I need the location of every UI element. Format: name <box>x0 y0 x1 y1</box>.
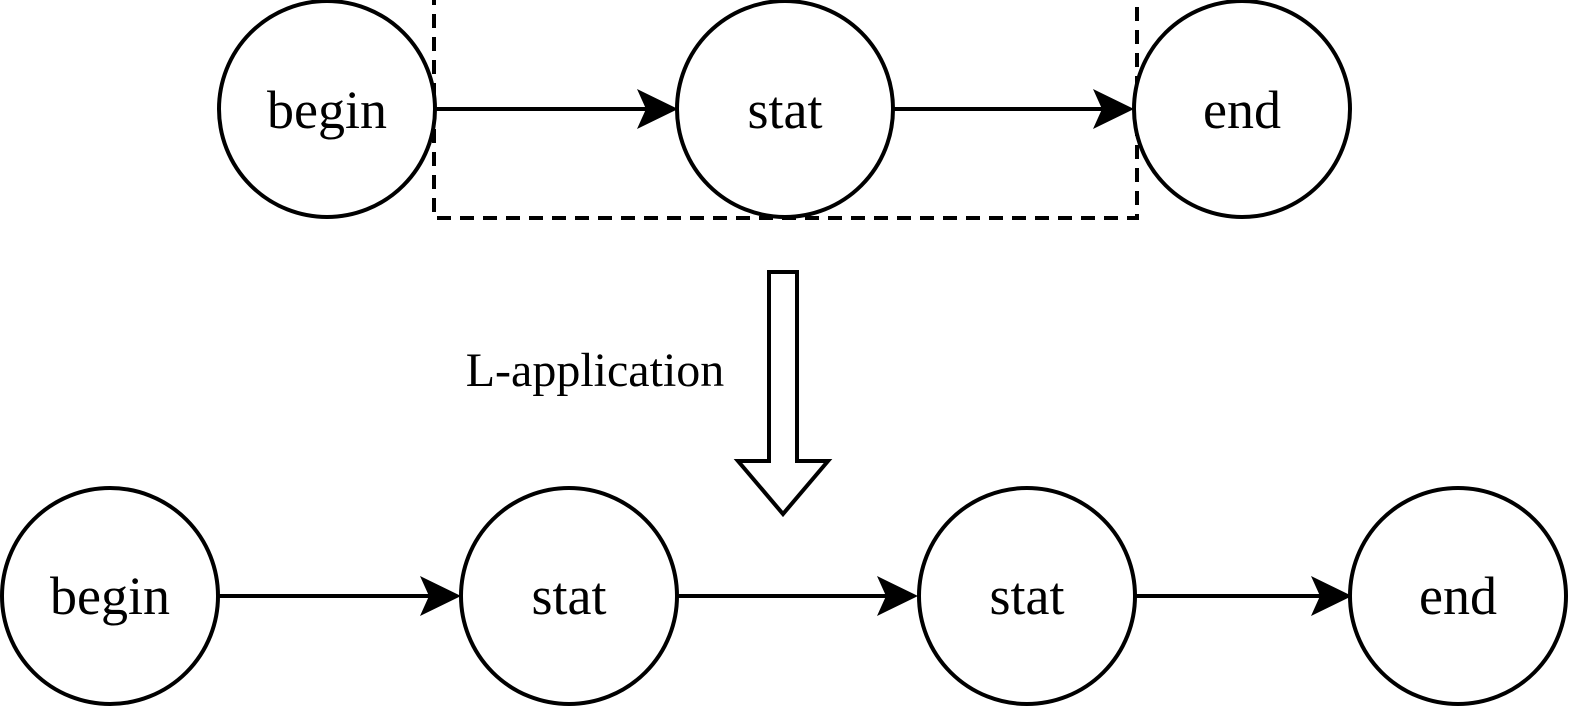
top-edge-begin-stat <box>436 89 678 129</box>
bottom-node-end-label: end <box>1419 566 1497 626</box>
bottom-edge-stat-end <box>1136 576 1352 616</box>
bottom-node-stat-1: stat <box>459 486 679 706</box>
top-node-stat-label: stat <box>748 80 823 140</box>
bottom-node-end: end <box>1348 486 1568 706</box>
top-node-end: end <box>1132 0 1352 219</box>
bottom-row: begin stat stat end <box>0 486 1568 706</box>
top-edge-stat-end <box>893 89 1134 129</box>
top-node-begin-label: begin <box>267 80 387 140</box>
top-row: begin stat end <box>217 0 1352 220</box>
bottom-node-stat-1-label: stat <box>532 566 607 626</box>
bottom-node-begin-label: begin <box>50 566 170 626</box>
bottom-edge-stat-stat <box>677 576 918 616</box>
hollow-down-arrow-icon <box>733 270 833 518</box>
transformation-label: L-application <box>466 344 725 397</box>
top-node-begin: begin <box>217 0 437 219</box>
bottom-edge-begin-stat <box>219 576 461 616</box>
top-node-stat: stat <box>675 0 895 219</box>
transformation: L-application <box>466 270 833 518</box>
bottom-node-begin: begin <box>0 486 220 706</box>
bottom-node-stat-2-label: stat <box>990 566 1065 626</box>
bottom-node-stat-2: stat <box>917 486 1137 706</box>
top-node-end-label: end <box>1203 80 1281 140</box>
